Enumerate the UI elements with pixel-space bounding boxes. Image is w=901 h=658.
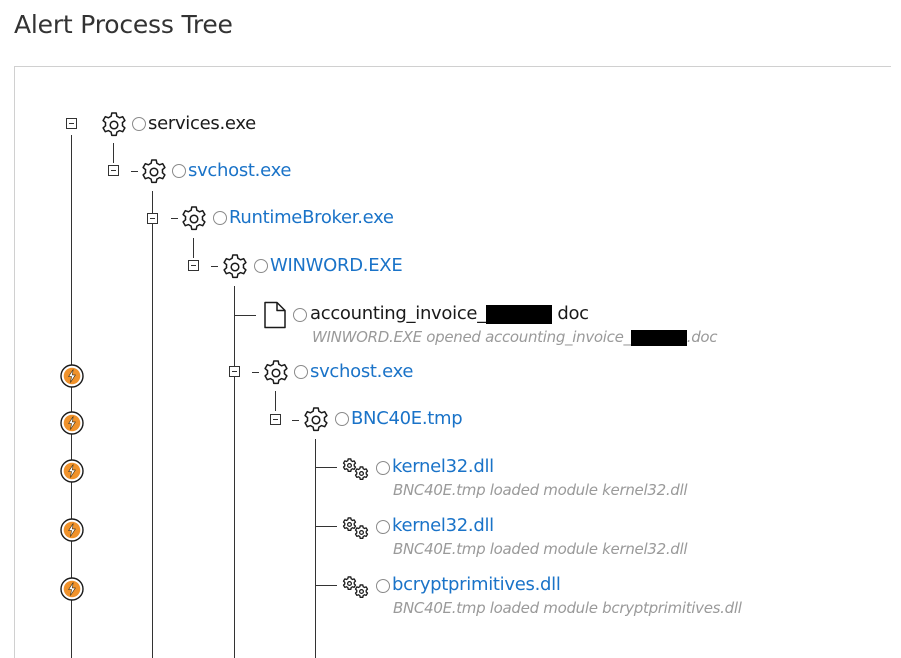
alert-lightning-icon[interactable] [60,577,84,601]
alert-lightning-icon[interactable] [60,411,84,435]
tree-line [193,238,194,258]
module-kernel32-dll[interactable]: kernel32.dll [392,456,494,477]
tree-line [315,467,337,468]
file-accounting-invoice: accounting_invoice_ doc [310,303,589,325]
module-bcryptprimitives-dll[interactable]: bcryptprimitives.dll [392,574,561,595]
tree-line [171,218,178,219]
status-circle [376,520,390,534]
gears-icon [342,576,372,600]
file-name-suffix: doc [551,303,589,324]
collapse-toggle[interactable] [229,366,240,377]
tree-line [315,439,316,658]
process-tree-panel: services.exe svchost.exe RuntimeBroker.e… [14,66,891,658]
status-circle [376,579,390,593]
process-svchost-exe[interactable]: svchost.exe [188,160,292,181]
file-name-prefix: accounting_invoice_ [310,303,486,324]
module-kernel32-dll-2[interactable]: kernel32.dll [392,515,494,536]
redacted-block [630,329,687,346]
gear-icon [261,358,291,388]
collapse-toggle[interactable] [270,414,281,425]
process-runtimebroker-exe[interactable]: RuntimeBroker.exe [229,207,394,228]
alert-lightning-icon[interactable] [60,459,84,483]
status-circle [213,211,227,225]
tree-line [234,286,235,658]
module-event-description: BNC40E.tmp loaded module bcryptprimitive… [393,599,742,617]
module-event-description: BNC40E.tmp loaded module kernel32.dll [393,540,688,558]
file-icon [264,301,286,329]
alert-lightning-icon[interactable] [60,364,84,388]
status-circle [335,412,349,426]
gear-icon [99,110,129,140]
tree-line [234,315,256,316]
tree-line [71,135,72,658]
gear-icon [139,157,169,187]
status-circle [172,164,186,178]
tree-line [252,372,259,373]
file-event-description: WINWORD.EXE opened accounting_invoice_.d… [312,328,718,346]
tree-line [211,266,218,267]
tree-line [152,191,153,658]
gears-icon [342,458,372,482]
redacted-block [485,304,552,324]
status-circle [254,259,268,273]
process-bnc40e-tmp[interactable]: BNC40E.tmp [351,408,463,429]
page-title: Alert Process Tree [14,10,233,39]
status-circle [294,365,308,379]
status-circle [132,117,146,131]
gear-icon [301,405,331,435]
gear-icon [220,252,250,282]
gear-icon [179,204,209,234]
alert-lightning-icon[interactable] [60,518,84,542]
tree-line [275,391,276,411]
tree-line [113,143,114,163]
tree-line [315,585,337,586]
process-svchost-exe-2[interactable]: svchost.exe [310,361,414,382]
process-services-exe: services.exe [148,113,256,134]
collapse-toggle[interactable] [188,260,199,271]
status-circle [293,308,307,322]
module-event-description: BNC40E.tmp loaded module kernel32.dll [393,481,688,499]
tree-line [315,526,337,527]
collapse-toggle[interactable] [66,118,77,129]
collapse-toggle[interactable] [147,213,158,224]
process-winword-exe[interactable]: WINWORD.EXE [270,255,403,276]
status-circle [376,461,390,475]
tree-line [131,171,138,172]
gears-icon [342,517,372,541]
tree-line [292,420,299,421]
collapse-toggle[interactable] [108,165,119,176]
